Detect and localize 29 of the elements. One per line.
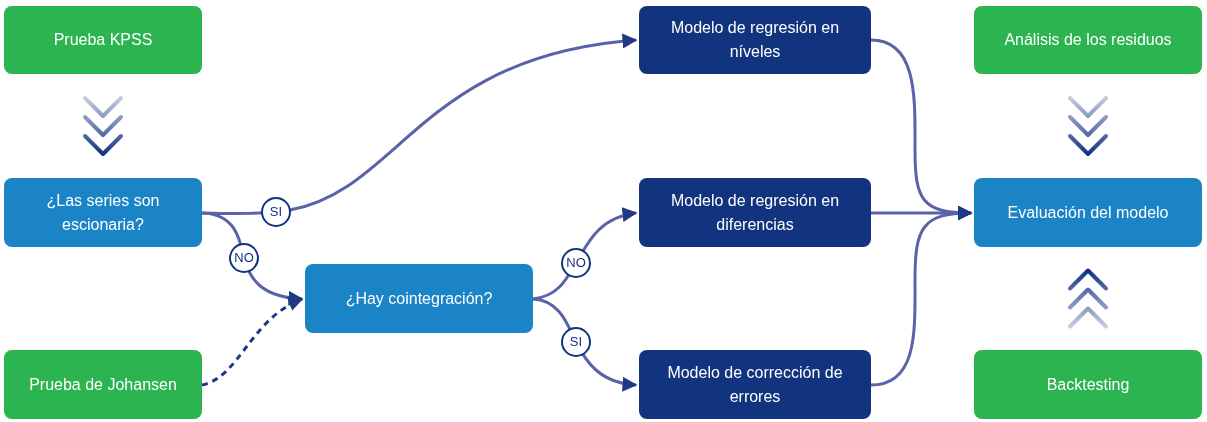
chevron-arrow (1068, 268, 1108, 329)
chevron-arrow (1068, 96, 1108, 156)
node-label: Backtesting (1046, 374, 1130, 395)
decision-box (4, 178, 202, 247)
evaluation-box (974, 178, 1202, 247)
chevron-arrow (83, 96, 123, 156)
dashed-arrow (201, 297, 304, 387)
model-box (639, 6, 871, 74)
node-label: Análisis de los residuos (1004, 30, 1172, 50)
step-box (974, 350, 1202, 419)
decision-box (305, 264, 533, 333)
node-label: ¿Las series son escionaria? (45, 190, 161, 235)
node-label: Evaluación del modelo (1007, 202, 1169, 223)
model-box (639, 350, 871, 419)
step-box (4, 6, 202, 74)
node-label: Modelo de corrección de errores (666, 362, 844, 407)
node-label: Modelo de regresión en níveles (669, 18, 841, 62)
edge-label: NO (229, 243, 259, 273)
model-box (639, 178, 871, 247)
edge-label: SI (261, 197, 291, 227)
step-box (4, 350, 202, 419)
step-box (974, 6, 1202, 74)
node-label: ¿Hay cointegración? (345, 288, 493, 309)
edge-label: NO (561, 248, 591, 278)
node-label: Prueba KPSS (53, 30, 153, 50)
arrow (870, 205, 973, 387)
node-label: Prueba de Johansen (29, 374, 177, 395)
edge-label: SI (561, 327, 591, 357)
node-label: Modelo de regresión en diferencias (669, 190, 841, 235)
